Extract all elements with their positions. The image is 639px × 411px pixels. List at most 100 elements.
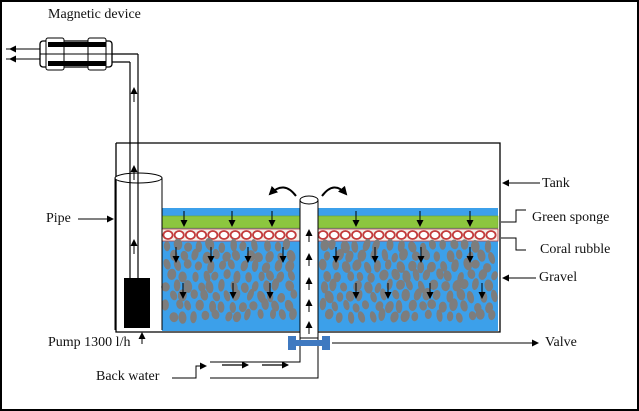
gravel-stone [244, 308, 251, 321]
gravel-stone [190, 289, 198, 299]
central-riser-pipe [299, 195, 319, 339]
gravel-stone [190, 311, 197, 324]
gravel-stone [286, 249, 296, 263]
gravel-stone [265, 251, 274, 263]
gravel-stone [170, 290, 178, 301]
gravel-stone [203, 270, 211, 283]
gravel-stone [367, 272, 375, 283]
gravel-stone [362, 238, 371, 252]
gravel-stone [477, 249, 486, 262]
gravel-stone [163, 258, 171, 270]
gravel-stone [426, 261, 436, 273]
gravel-stone [413, 288, 422, 301]
gravel-stone [200, 289, 209, 301]
coral-ring [218, 230, 230, 240]
gravel-stone [249, 301, 258, 311]
gravel-stone [449, 298, 458, 312]
gravel-stone [324, 290, 334, 304]
gravel-stone [428, 239, 437, 250]
arrow-icon [172, 362, 207, 379]
coral-ring [351, 230, 363, 240]
pump-icon [124, 278, 150, 328]
gravel-stone [163, 241, 171, 252]
gravel-stone [455, 249, 463, 260]
gravel-stone [238, 302, 247, 312]
gravel-stone [328, 239, 336, 250]
gravel-stone [287, 270, 295, 281]
gravel-stone [385, 301, 394, 314]
coral-ring [418, 230, 430, 240]
gravel-stone [345, 250, 354, 263]
left-chamber [161, 208, 301, 331]
coral-ring [173, 230, 185, 240]
gravel-stone [284, 299, 294, 312]
gravel-stone [233, 270, 241, 284]
tank-outline [115, 142, 501, 333]
gravel-stone [176, 299, 184, 310]
coral-ring [184, 230, 196, 240]
coral-ring [207, 230, 219, 240]
gravel-stone [468, 311, 477, 321]
coral-ring [263, 230, 275, 240]
gravel-stone [488, 309, 496, 321]
right-coral-rubble [317, 230, 497, 240]
gravel-stone [467, 269, 476, 279]
gravel-stone [251, 259, 259, 272]
gravel-stone [373, 260, 381, 273]
curved-arrow-icon [321, 185, 348, 197]
gravel-stone [261, 298, 269, 310]
gravel-stone [274, 241, 282, 252]
gravel-stone [352, 259, 362, 271]
gravel-stone [271, 278, 280, 291]
gravel-stone [390, 311, 399, 323]
gravel-stone [432, 290, 441, 300]
curved-arrow-icon [268, 185, 297, 197]
gravel-stone [195, 299, 204, 311]
gravel-stone [374, 282, 382, 294]
gravel-label: Gravel [539, 270, 578, 285]
gravel-stone [191, 248, 199, 261]
gravel-stone [217, 301, 225, 313]
gravel-stone [438, 301, 447, 313]
left-green-sponge [161, 215, 301, 229]
green-sponge-leader [501, 209, 526, 223]
gravel-stone [240, 260, 249, 272]
gravel-stone [320, 239, 330, 251]
coral-ring [339, 230, 351, 240]
gravel-stone [450, 239, 459, 250]
gravel-stone [345, 290, 355, 302]
gravel-stone [446, 311, 454, 322]
gravel-stone [384, 259, 392, 270]
gravel-stone [396, 279, 405, 290]
gravel-stone [341, 261, 351, 273]
gravel-stone [239, 241, 247, 251]
gravel-stone [266, 270, 274, 281]
gravel-stone [329, 278, 337, 292]
gravel-stone [246, 288, 255, 301]
return-pipe [129, 54, 139, 278]
valve-icon [288, 336, 330, 350]
gravel-stone [205, 237, 215, 251]
gravel-stone [456, 288, 466, 301]
gravel-stone [357, 249, 367, 262]
gravel-stone [289, 308, 297, 320]
gravel-stone [219, 260, 227, 270]
gravel-stone [422, 269, 431, 281]
gravel-stone [192, 271, 199, 283]
coral-ring [440, 230, 452, 240]
gravel-stone [261, 262, 271, 273]
coral-ring [252, 230, 264, 240]
coral-ring [240, 230, 252, 240]
gravel-stone [419, 301, 427, 311]
gravel-stone [340, 282, 348, 292]
coral-ring [407, 230, 419, 240]
left-coral-rubble [162, 230, 297, 240]
gravel-stone [391, 268, 400, 281]
left-gravel [161, 237, 298, 324]
gravel-stone [282, 238, 291, 251]
gravel-stone [378, 308, 386, 321]
gravel-stone [323, 271, 332, 282]
gravel-stone [269, 309, 277, 320]
gravel-stone [470, 240, 480, 253]
